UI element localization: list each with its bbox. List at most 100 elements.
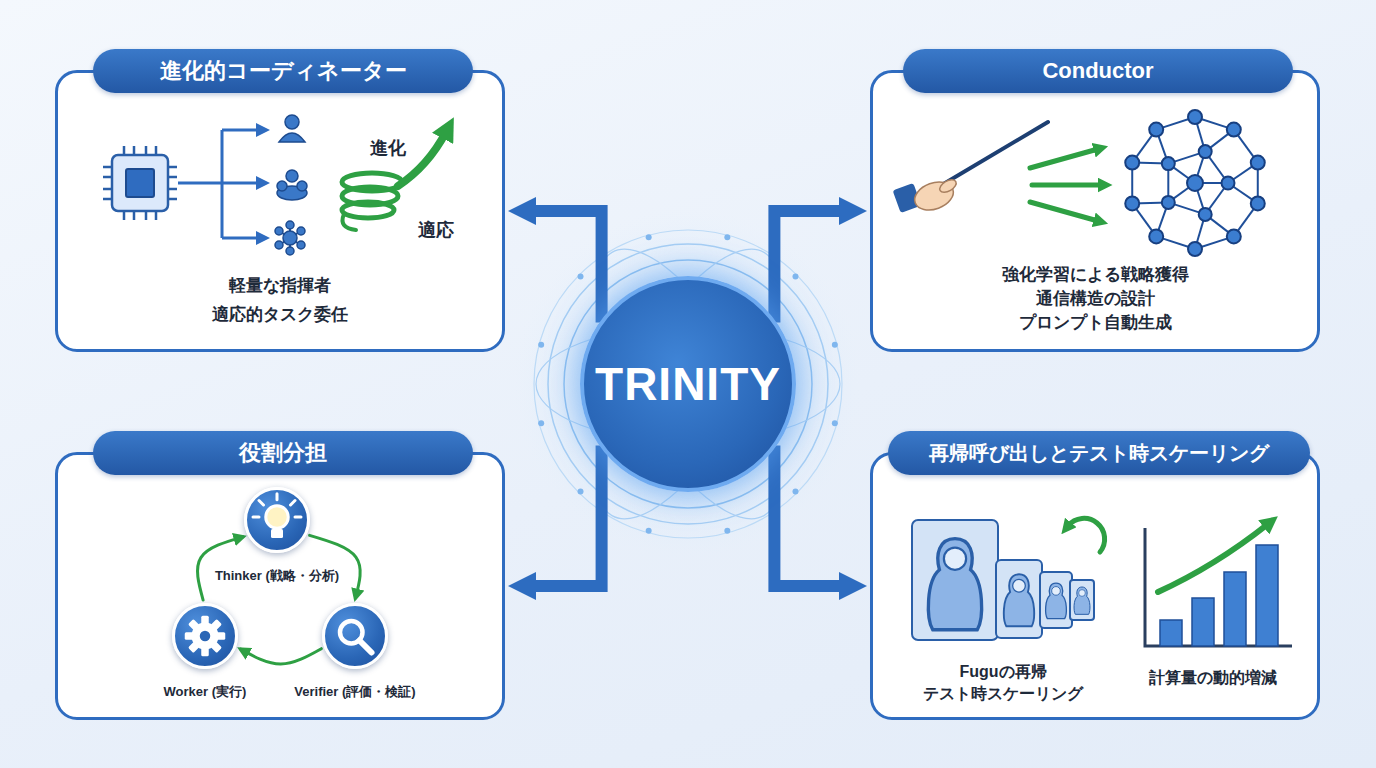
hub-glow-rings-part-part — [792, 488, 798, 494]
panel-heading: 再帰呼び出しとテスト時スケーリング — [888, 431, 1310, 475]
panel-text: プロンプト自動生成 — [873, 312, 1317, 335]
role-node: Verifier (評価・検証) — [265, 603, 445, 701]
hub-glow-rings-part — [513, 209, 863, 559]
hub-glow-rings-part-part — [792, 274, 798, 280]
scaling-bar-chart-part — [1224, 572, 1246, 646]
agent-icons-part — [297, 181, 307, 191]
hub-connector — [536, 446, 602, 586]
delegation-arrows — [178, 123, 270, 245]
role-label: Thinker (戦略・分析) — [187, 567, 367, 585]
panel-text: 通信構造の設計 — [873, 288, 1317, 311]
recursive-dolls-part — [1068, 518, 1105, 552]
agent-icons-part — [283, 231, 297, 245]
delegation-arrows-part — [256, 123, 270, 137]
role-icon-part-part — [340, 621, 363, 644]
agent-network-part — [1188, 242, 1202, 256]
panel-text: 強化学習による戦略獲得 — [873, 264, 1317, 287]
agent-network-part — [1188, 110, 1202, 124]
agent-icons-part — [286, 170, 298, 182]
panel-text: 計算量の動的増減 — [1133, 667, 1293, 689]
agent-icons-part — [286, 221, 294, 229]
recursive-dolls — [912, 518, 1105, 640]
scaling-bar-chart-part — [1256, 545, 1278, 646]
hub-glow-rings — [513, 209, 863, 559]
panel-text: Fuguの再帰 テスト時スケーリング — [903, 661, 1103, 704]
hub-glow-rings-part — [534, 230, 842, 538]
hub-connector — [536, 211, 602, 322]
role-icon-part-part — [360, 641, 372, 653]
hub-circle: TRINITY — [580, 276, 796, 492]
scaling-bar-chart — [1145, 524, 1292, 646]
agent-icons-part — [275, 227, 283, 235]
agent-network-part — [1187, 175, 1203, 191]
agent-network-part — [1162, 196, 1175, 209]
chip-icon-part — [126, 169, 154, 197]
role-icon-part — [185, 616, 226, 657]
role-icon-part-part — [192, 623, 219, 650]
agent-network-part — [1149, 123, 1163, 137]
agent-network — [1125, 110, 1265, 256]
agent-icons — [275, 115, 307, 255]
role-icon-part — [340, 621, 372, 653]
panel-grounds-part — [55, 452, 505, 720]
hub-glow-rings-part-part — [832, 342, 838, 348]
role-node: Worker (実行) — [115, 603, 295, 701]
hub-connector — [774, 211, 839, 322]
role-label: Verifier (評価・検証) — [265, 683, 445, 701]
agent-network-part — [1227, 123, 1241, 137]
panel-heading: Conductor — [903, 49, 1293, 93]
panel-grounds-part — [870, 452, 1320, 720]
feature-panel: 役割分担Thinker (戦略・分析)Verifier (評価・検証)Worke… — [55, 452, 505, 720]
scaling-bar-chart-part — [1192, 598, 1214, 646]
role-icon-part-part — [200, 631, 211, 642]
signal-arrows-part — [1030, 149, 1098, 168]
panel-heading: 役割分担 — [93, 431, 473, 475]
role-label: Worker (実行) — [115, 683, 295, 701]
agent-icons-part — [279, 133, 305, 142]
role-icon — [247, 490, 307, 550]
panel-grounds — [55, 70, 1320, 720]
hub-glow-rings-part-part — [646, 528, 652, 534]
feature-panel: 進化的コーディネーター軽量な指揮者適応的タスク委任 — [55, 70, 505, 352]
recursive-dolls-part — [1004, 574, 1034, 626]
hub-glow-rings-part-part — [724, 234, 730, 240]
agent-icons-part — [297, 227, 305, 235]
agent-icons-part — [277, 181, 287, 191]
hub-title: TRINITY — [595, 357, 781, 411]
hub-glow-rings-part-part — [724, 528, 730, 534]
agent-network-part — [1125, 156, 1139, 170]
hub-glow-rings-part — [548, 244, 828, 524]
chip-icon-part — [112, 155, 168, 211]
role-icon-part-part — [266, 506, 289, 529]
evolution-spiral-part — [343, 214, 357, 230]
delegation-arrows-part — [256, 231, 270, 245]
role-icon — [175, 606, 235, 666]
agent-icons-part — [285, 115, 299, 129]
agent-network-part — [1199, 145, 1212, 158]
role-icon — [325, 606, 385, 666]
scaling-bar-chart-part — [1160, 620, 1182, 646]
evolution-spiral-part — [342, 202, 394, 218]
agent-network-part — [1199, 208, 1212, 221]
feature-panel: 再帰呼び出しとテスト時スケーリングFuguの再帰 テスト時スケーリング計算量の動… — [870, 452, 1320, 720]
chip-icon — [103, 146, 177, 220]
hub-glow-rings-part-part — [538, 420, 544, 426]
chip-icon-part — [103, 146, 177, 220]
role-node: Thinker (戦略・分析) — [187, 487, 367, 585]
agent-network-part — [1125, 196, 1139, 210]
illustration-label: 適応 — [418, 218, 454, 242]
panel-grounds-part — [870, 70, 1320, 352]
agent-icons-part — [297, 241, 305, 249]
role-icon-part — [253, 494, 301, 538]
delegation-arrows-part — [256, 176, 270, 190]
signal-arrows-part — [1032, 183, 1102, 188]
role-icon-circle — [172, 603, 238, 669]
hub-glow-rings-part-part — [832, 420, 838, 426]
illustration-label: 進化 — [370, 136, 406, 160]
agent-icons-part — [286, 247, 294, 255]
panel-text: 適応的タスク委任 — [58, 304, 502, 327]
hub-glow-rings-part — [538, 234, 838, 534]
hub-glow-rings-part-part — [646, 234, 652, 240]
hub-glow-rings-part-part — [538, 342, 544, 348]
